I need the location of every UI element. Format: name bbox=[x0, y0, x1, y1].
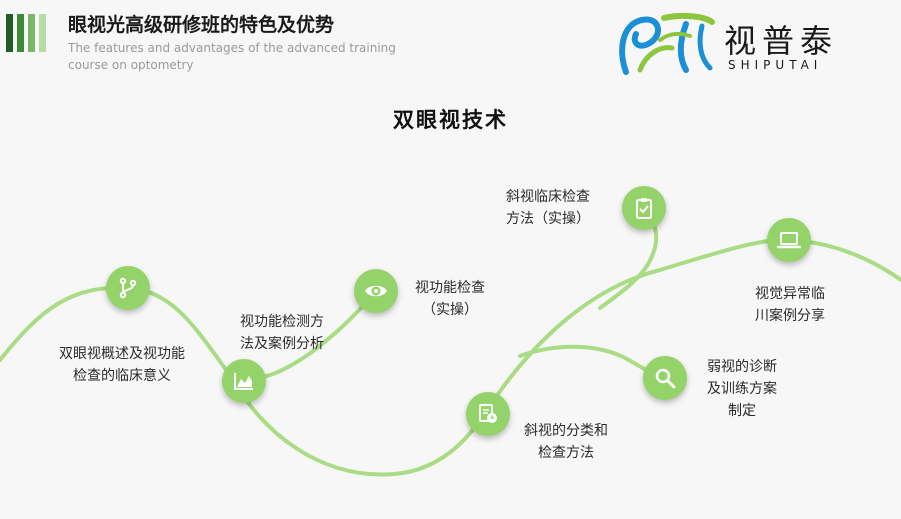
stripe-2 bbox=[17, 14, 24, 52]
stripe-3 bbox=[28, 14, 35, 52]
logo-mark-icon bbox=[619, 12, 715, 75]
label-line: 制定 bbox=[728, 403, 756, 419]
label-line: 检查的临床意义 bbox=[73, 368, 171, 384]
brand-logo: 视普泰 SHIPUTAI bbox=[612, 10, 887, 78]
clipboard-check-icon bbox=[636, 198, 652, 219]
label-line: 视功能检测方 bbox=[240, 314, 324, 330]
node-function-analysis[interactable] bbox=[222, 359, 266, 403]
node-amblyopia[interactable] bbox=[643, 356, 687, 400]
label-line: 双眼视概述及视功能 bbox=[59, 346, 185, 362]
label-line: 方法（实操） bbox=[506, 211, 590, 227]
eye-icon bbox=[365, 285, 387, 297]
label-function-practice: 视功能检查 （实操） bbox=[380, 277, 520, 321]
label-function-analysis: 视功能检测方 法及案例分析 bbox=[212, 311, 352, 355]
label-line: 检查方法 bbox=[538, 445, 594, 461]
label-amblyopia: 弱视的诊断 及训练方案 制定 bbox=[672, 356, 812, 422]
node-function-practice[interactable] bbox=[354, 269, 398, 313]
label-line: 斜视的分类和 bbox=[524, 423, 608, 439]
node-overview[interactable] bbox=[106, 266, 150, 310]
page-title: 眼视光高级研修班的特色及优势 bbox=[68, 14, 335, 36]
label-line: 法及案例分析 bbox=[240, 336, 324, 352]
page-subtitle-en: The features and advantages of the advan… bbox=[68, 41, 396, 72]
node-strabismus-practice[interactable] bbox=[622, 186, 666, 230]
laptop-icon bbox=[777, 232, 801, 249]
label-case-sharing: 视觉异常临 川案例分享 bbox=[720, 283, 860, 327]
label-line: 及训练方案 bbox=[707, 381, 777, 397]
label-line: 视功能检查 bbox=[415, 280, 485, 296]
logo-text-en: SHIPUTAI bbox=[728, 58, 823, 72]
section-title: 双眼视技术 bbox=[393, 108, 508, 132]
stripe-1 bbox=[6, 14, 13, 52]
stripe-4 bbox=[39, 14, 46, 52]
header-stripes bbox=[6, 14, 54, 52]
chart-icon bbox=[234, 373, 253, 390]
document-clock-icon bbox=[479, 404, 497, 423]
search-icon bbox=[655, 368, 676, 389]
label-line: （实操） bbox=[422, 302, 478, 318]
label-line: 川案例分享 bbox=[755, 308, 825, 324]
label-strabismus-classification: 斜视的分类和 检查方法 bbox=[496, 420, 636, 464]
label-line: 弱视的诊断 bbox=[707, 359, 777, 375]
branch-icon bbox=[119, 277, 137, 299]
label-line: 斜视临床检查 bbox=[506, 189, 590, 205]
node-strabismus-classification[interactable] bbox=[466, 392, 510, 436]
label-strabismus-practice: 斜视临床检查 方法（实操） bbox=[478, 186, 618, 230]
logo-text-cn: 视普泰 bbox=[724, 22, 839, 60]
node-case-sharing[interactable] bbox=[767, 218, 811, 262]
label-overview: 双眼视概述及视功能 检查的临床意义 bbox=[52, 343, 192, 387]
label-line: 视觉异常临 bbox=[755, 286, 825, 302]
